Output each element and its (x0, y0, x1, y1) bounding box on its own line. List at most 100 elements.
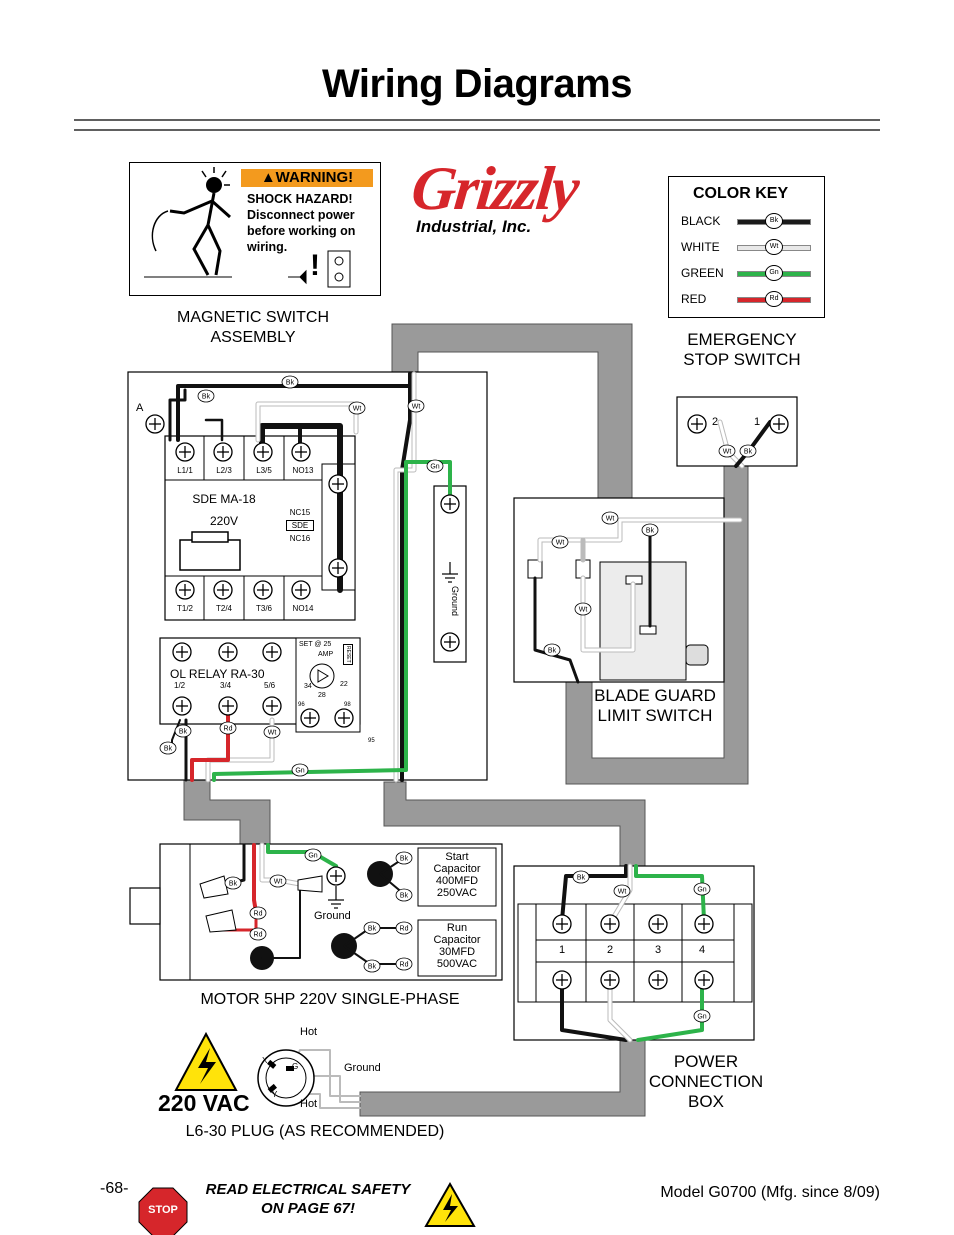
logo-subtitle: Industrial, Inc. (416, 217, 532, 236)
limit-switch-plunger (685, 644, 709, 666)
blade-guard-label: BLADE GUARD LIMIT SWITCH (580, 686, 730, 726)
color-key-row: GREEN Gn (681, 263, 816, 283)
ol-aux-96: 96 (298, 702, 305, 708)
estop-terminal-2: 2 (712, 416, 719, 428)
ol-dial-22: 22 (340, 681, 348, 688)
terminal-t1: T1/2 (176, 604, 193, 613)
conduit-motor (183, 779, 271, 846)
blade-guard-label-1: BLADE GUARD (594, 686, 716, 705)
ol-reset-button[interactable]: RESET (343, 644, 353, 665)
magnetic-switch-label-2: ASSEMBLY (210, 329, 296, 346)
page-number: -68- (100, 1180, 129, 1197)
warning-label: ▲WARNING! SHOCK HAZARD! Disconnect power… (129, 162, 381, 296)
plug-ground-label: Ground (344, 1062, 381, 1074)
color-key-name: BLACK (681, 214, 721, 228)
plug-face (257, 1049, 315, 1107)
power-terminal-1: 1 (559, 944, 566, 956)
run-cap-line-4: 500VAC (436, 958, 478, 970)
page-title: Wiring Diagrams (322, 62, 632, 106)
start-cap-line-2: Capacitor (433, 863, 481, 875)
warning-line-3: before working on (247, 224, 356, 238)
conduit-power-plug (359, 1039, 646, 1117)
terminal-l2: L2/3 (216, 466, 232, 475)
warning-header-text: WARNING! (275, 169, 354, 186)
start-cap-line-4: 250VAC (436, 887, 478, 899)
color-key-name: RED (681, 292, 707, 306)
logo-brand: Grizzly (408, 155, 581, 223)
contactor-coil (179, 539, 241, 571)
power-box-label-3: BOX (688, 1092, 724, 1111)
grizzly-logo: Grizzly Industrial, Inc. (408, 155, 640, 240)
point-a-label: A (136, 402, 144, 414)
plug-pin-g: G (292, 1062, 299, 1071)
magnetic-switch-label: MAGNETIC SWITCH ASSEMBLY (158, 308, 348, 348)
color-key-name: GREEN (681, 266, 724, 280)
motor-shaft-housing (129, 887, 161, 925)
run-cap-line-2: Capacitor (433, 934, 481, 946)
run-capacitor-box (417, 919, 497, 977)
power-box-label-1: POWER (673, 1052, 739, 1071)
safety-note-line-1: READ ELECTRICAL SAFETY (205, 1181, 411, 1198)
aux-nc15: NC15 (289, 508, 311, 517)
color-key-row: RED Rd (681, 289, 816, 309)
high-voltage-triangle-icon (174, 1031, 238, 1091)
footer-high-voltage-icon (424, 1181, 476, 1227)
warning-line-1: SHOCK HAZARD! (247, 192, 353, 206)
start-capacitor-box (417, 847, 497, 907)
start-capacitor-label: Start Capacitor 400MFD 250VAC (418, 851, 496, 899)
warning-triangle-icon: ▲ (260, 169, 276, 186)
run-cap-line-1: Run (446, 922, 468, 934)
ol-relay-label: OL RELAY RA-30 (170, 667, 265, 681)
emergency-stop-label-1: EMERGENCY (687, 330, 797, 349)
blade-guard-label-2: LIMIT SWITCH (597, 706, 713, 725)
plug-hot-top: Hot (300, 1026, 318, 1038)
ol-terminal-3: 5/6 (264, 681, 276, 690)
ol-dial-28: 28 (318, 692, 326, 699)
run-cap-line-3: 30MFD (438, 946, 476, 958)
ground-symbol (328, 562, 458, 909)
power-box-label-2: CONNECTION (648, 1072, 764, 1091)
motor-label: MOTOR 5HP 220V SINGLE-PHASE (200, 991, 460, 1008)
ground-bar-label: Ground (450, 586, 460, 617)
ol-dial-34: 34 (304, 683, 312, 690)
ol-terminal-1: 1/2 (174, 681, 186, 690)
run-capacitor-label: Run Capacitor 30MFD 500VAC (418, 922, 496, 970)
power-box-label: POWER CONNECTION BOX (634, 1052, 778, 1112)
color-key-name: WHITE (681, 240, 720, 254)
color-key-tag: Rd (765, 291, 783, 307)
svg-text:!: ! (310, 249, 320, 282)
warning-header: ▲WARNING! (241, 169, 373, 187)
ol-aux-98: 98 (344, 702, 351, 708)
ol-terminal-2: 3/4 (220, 681, 232, 690)
plug-pin-y: Y (272, 1090, 278, 1099)
voltage-label: 220 VAC (158, 1090, 250, 1116)
warning-text: SHOCK HAZARD! Disconnect power before wo… (247, 191, 377, 255)
safety-note: READ ELECTRICAL SAFETY ON PAGE 67! (188, 1180, 428, 1218)
start-cap-line-3: 400MFD (435, 875, 479, 887)
ol-amp: AMP (318, 651, 334, 658)
terminal-no14: NO14 (292, 604, 314, 613)
color-key-tag: Bk (765, 213, 783, 229)
limit-switch-body (599, 561, 687, 681)
ol-set: SET @ 25 (299, 641, 332, 648)
motor-ground-label: Ground (314, 910, 351, 922)
start-cap-line-1: Start (445, 851, 469, 863)
emergency-stop-label-2: STOP SWITCH (683, 350, 801, 369)
terminal-t2: T2/4 (215, 604, 232, 613)
model-info: Model G0700 (Mfg. since 8/09) (660, 1184, 880, 1201)
color-key-title: COLOR KEY (693, 185, 789, 202)
power-terminal-4: 4 (699, 944, 706, 956)
emergency-stop-label: EMERGENCY STOP SWITCH (662, 330, 822, 370)
contactor-voltage: 220V (209, 514, 239, 528)
color-key-tag: Gn (765, 265, 783, 281)
stop-sign-text: STOP (148, 1204, 178, 1216)
estop-terminal-1: 1 (754, 416, 761, 428)
plug-pin-x: X (262, 1056, 268, 1065)
plug-outlet-icon: ! (288, 249, 351, 288)
color-key-row: BLACK Bk (681, 211, 816, 231)
terminal-no13: NO13 (292, 466, 314, 475)
warning-line-4: wiring. (247, 240, 288, 254)
